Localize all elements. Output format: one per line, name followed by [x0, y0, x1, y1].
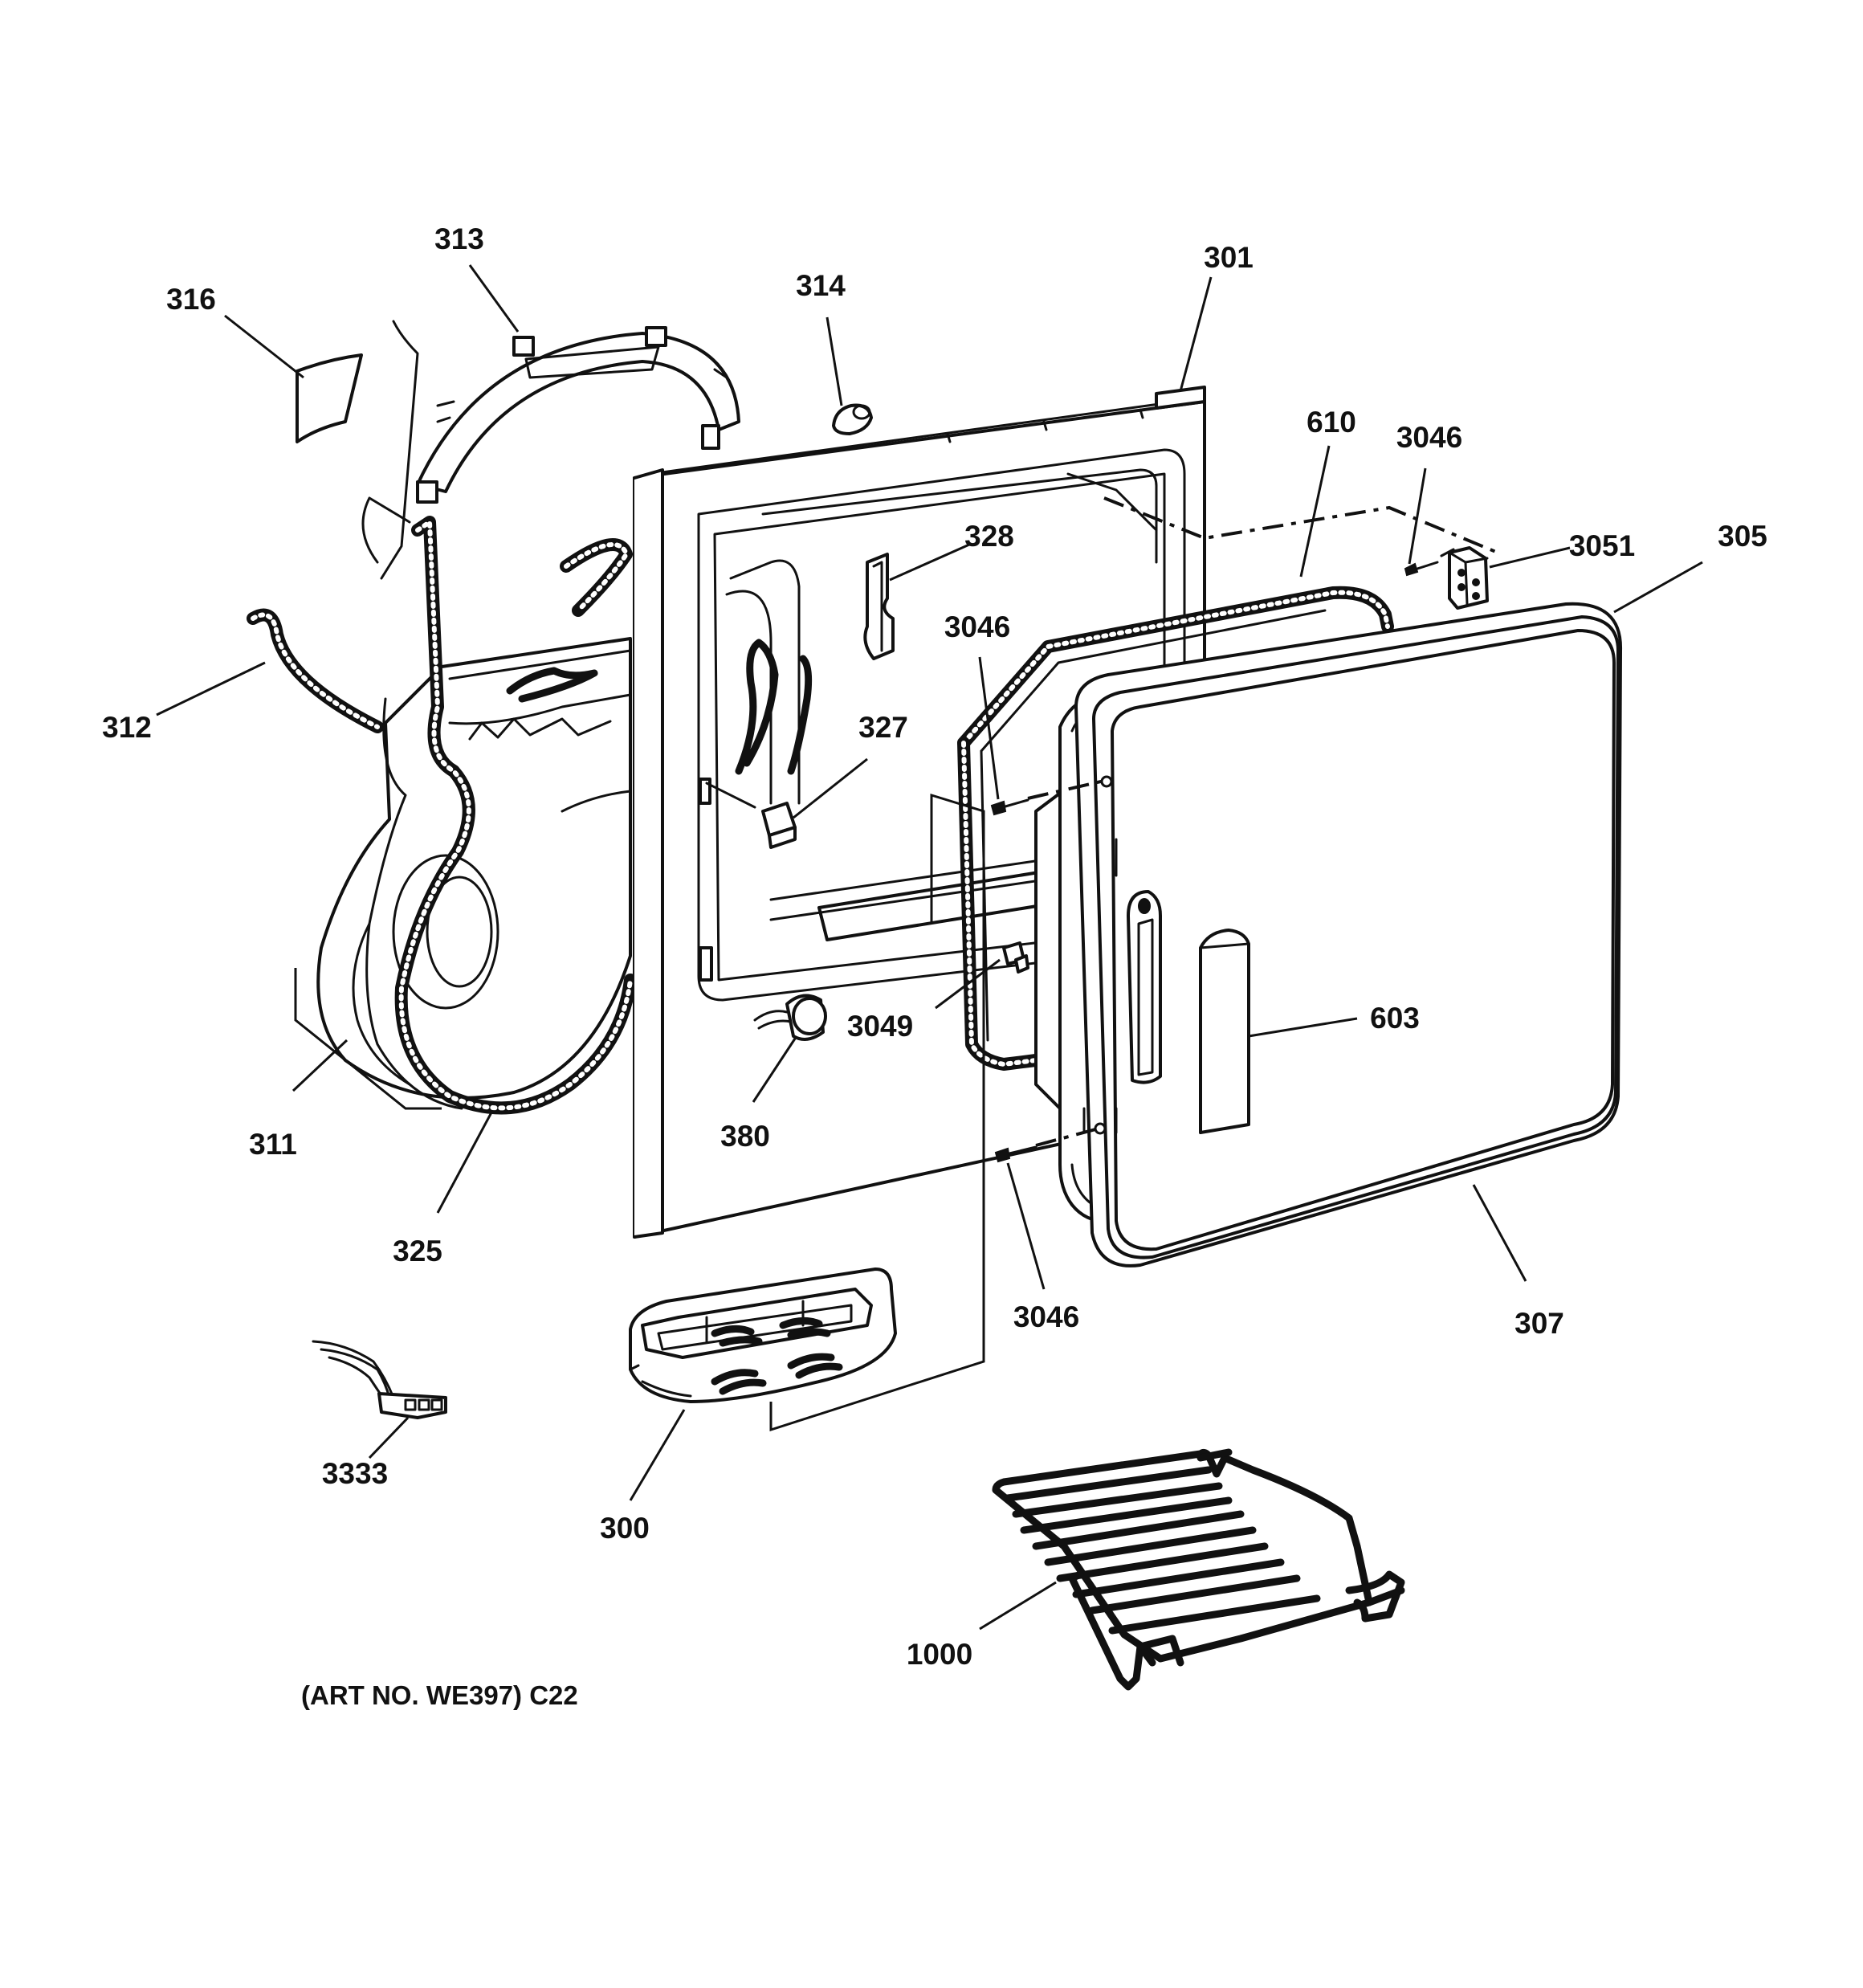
- leader-316: [224, 314, 304, 379]
- part-314-lamp: [832, 403, 873, 435]
- callout-313: 313: [434, 222, 484, 255]
- leader-314: [826, 316, 843, 406]
- leader-3049: [935, 958, 1001, 1010]
- leader-311: [291, 1039, 349, 1092]
- callout-3333: 3333: [322, 1457, 388, 1490]
- part-3049-hinge-clip: [1002, 941, 1029, 974]
- callout-307: 307: [1514, 1307, 1564, 1340]
- leader-380: [752, 1035, 798, 1103]
- leader-312: [156, 661, 266, 716]
- part-380-knob: [753, 994, 827, 1041]
- part-3046-screw-top: [1404, 561, 1439, 577]
- callout-610: 610: [1307, 406, 1356, 439]
- part-3046-screw-mid: [990, 779, 1105, 816]
- leader-610: [1299, 445, 1331, 578]
- leader-305: [1613, 561, 1703, 614]
- leader-300: [629, 1409, 686, 1501]
- part-325-felt-seal: [352, 516, 637, 1115]
- part-610-door-gasket: [957, 586, 1394, 1071]
- leader-lines: [156, 264, 1703, 1631]
- callout-labels: 313 316 314 301 610 3046 305 3051 328 30…: [102, 222, 1767, 1671]
- callout-316: 316: [166, 283, 216, 316]
- callout-314: 314: [796, 269, 846, 302]
- part-3046-screw-low: [994, 1127, 1099, 1163]
- callout-312: 312: [102, 711, 152, 744]
- callout-311: 311: [249, 1128, 297, 1161]
- callout-3046-mid: 3046: [944, 610, 1010, 643]
- callout-301: 301: [1204, 241, 1254, 274]
- part-1000-drying-rack: [992, 1448, 1405, 1691]
- art-number-caption: (ART NO. WE397) C22: [301, 1680, 578, 1710]
- guide-line-hinge: [1103, 496, 1502, 556]
- callout-3049: 3049: [847, 1010, 913, 1043]
- bracket-311: [294, 968, 442, 1110]
- leader-3051: [1489, 546, 1571, 569]
- callout-325: 325: [393, 1235, 442, 1268]
- leader-328: [889, 543, 970, 582]
- callout-300: 300: [600, 1512, 650, 1545]
- callout-3051: 3051: [1569, 529, 1635, 562]
- part-328-strike: [863, 553, 895, 660]
- leader-301: [1179, 276, 1213, 392]
- guide-bracket-300: [769, 793, 985, 1432]
- part-3051-hinge: [1440, 546, 1489, 610]
- callout-1000: 1000: [907, 1638, 972, 1671]
- leader-3046-low: [1006, 1162, 1046, 1290]
- callout-3046-low: 3046: [1013, 1300, 1079, 1333]
- callout-328: 328: [964, 520, 1014, 553]
- callout-3046-top: 3046: [1396, 421, 1462, 454]
- part-312-hose: [247, 538, 633, 733]
- callout-380: 380: [720, 1120, 770, 1153]
- leader-307: [1472, 1184, 1527, 1282]
- leader-3046-mid: [978, 656, 1000, 800]
- leader-3333: [368, 1416, 410, 1459]
- leader-313: [468, 264, 520, 333]
- callout-603: 603: [1370, 1002, 1420, 1035]
- part-305-door-outer: [1074, 602, 1623, 1268]
- part-603-door-handle: [1199, 929, 1250, 1134]
- part-3333-wire-harness: [312, 1340, 447, 1419]
- leader-603: [1248, 1017, 1358, 1038]
- callout-305: 305: [1718, 520, 1767, 553]
- leader-1000: [979, 1581, 1057, 1631]
- leader-327: [793, 757, 868, 819]
- leader-325: [436, 1112, 493, 1214]
- part-327-door-switch: [705, 782, 797, 849]
- part-313-bracket: [416, 326, 740, 504]
- leader-3046-top: [1408, 467, 1427, 565]
- part-300-control-housing: [629, 1268, 897, 1403]
- part-316-seal-strip: [296, 353, 363, 443]
- callout-327: 327: [858, 711, 908, 744]
